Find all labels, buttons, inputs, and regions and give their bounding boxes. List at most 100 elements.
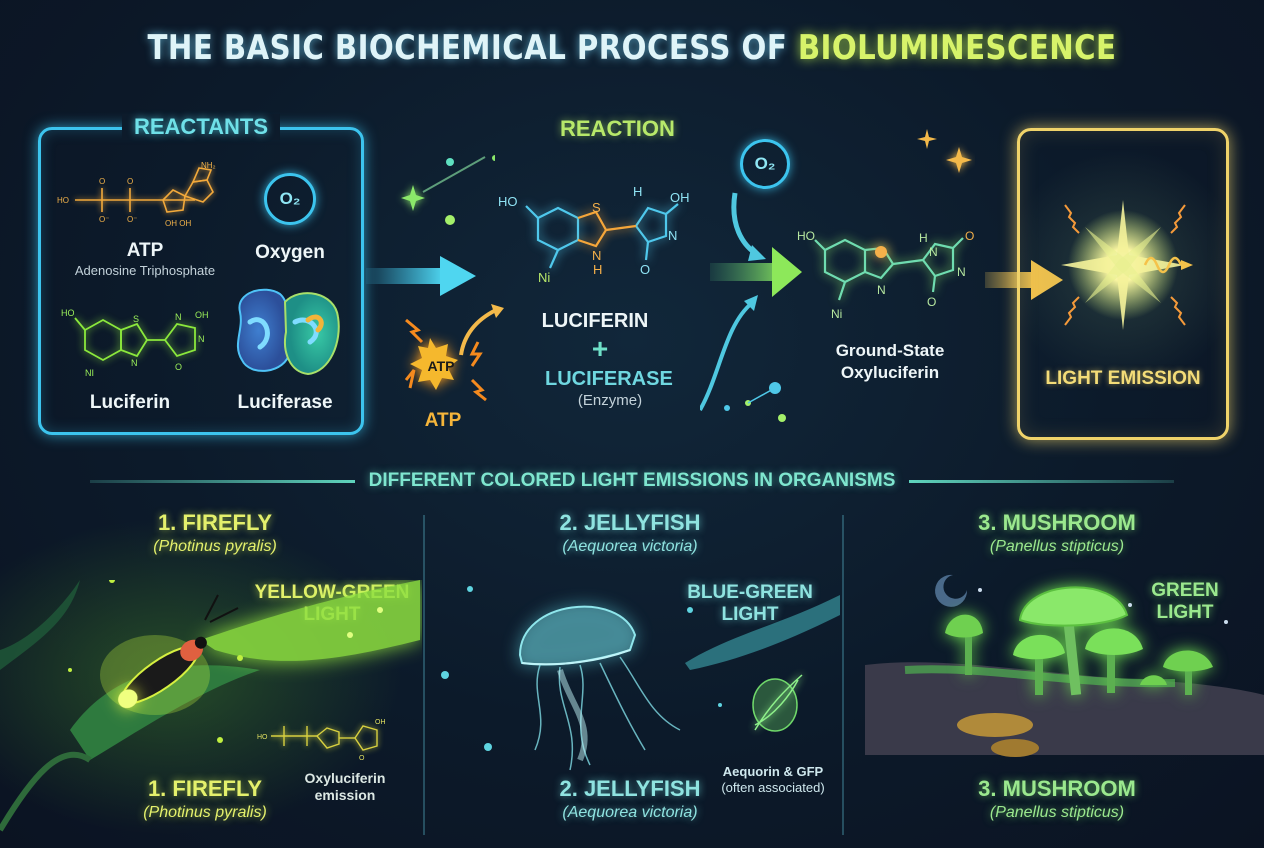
svg-text:HO: HO	[61, 308, 75, 318]
star-sparkle-icon	[917, 129, 972, 173]
oxygen-label: Oxygen	[255, 242, 325, 263]
svg-text:N: N	[957, 265, 966, 279]
svg-text:S: S	[133, 314, 139, 324]
atp-burst-icon	[404, 304, 504, 402]
jellyfish-scientific-bottom: (Aequorea victoria)	[562, 804, 698, 821]
atp-label-reaction: ATP	[424, 410, 462, 431]
light-burst-icon	[1061, 200, 1193, 330]
oxygen-symbol: O₂	[279, 189, 301, 208]
atp-burst-text: ATP	[427, 358, 455, 374]
jellyfish-name: 2. JELLYFISH	[559, 510, 701, 535]
svg-text:NI: NI	[85, 368, 94, 378]
jellyfish-light-line1: BLUE-GREEN	[687, 582, 813, 603]
svg-text:S: S	[592, 200, 601, 215]
svg-text:O: O	[965, 229, 974, 243]
firefly-illustration	[0, 580, 420, 832]
firefly-name: 1. FIREFLY	[157, 510, 273, 535]
organisms-heading-text: DIFFERENT COLORED LIGHT EMISSIONS IN ORG…	[368, 470, 896, 491]
oxygen-input-symbol: O₂	[754, 154, 776, 173]
svg-text:HO: HO	[797, 229, 815, 243]
reaction-enzyme: LUCIFERASE	[545, 368, 673, 390]
svg-text:OH: OH	[375, 719, 386, 726]
svg-text:HO: HO	[257, 734, 268, 741]
svg-text:O⁻: O⁻	[127, 215, 137, 224]
panel-divider	[423, 515, 425, 835]
firefly-note-line2: emission	[314, 787, 376, 803]
svg-text:O⁻: O⁻	[99, 215, 109, 224]
oxygen-circle-icon: O₂	[264, 173, 316, 225]
firefly-note: Oxyluciferin emission	[290, 770, 400, 804]
reactants-heading: REACTANTS	[121, 114, 281, 140]
mushroom-name-bottom: 3. MUSHROOM	[978, 776, 1136, 801]
svg-text:N: N	[877, 283, 886, 297]
jellyfish-note-line1: Aequorin & GFP	[722, 764, 824, 779]
oxygen-input-icon: O₂	[740, 139, 790, 189]
luciferase-label: Luciferase	[237, 392, 333, 413]
product-label: Ground-State Oxyluciferin	[800, 340, 980, 384]
svg-text:N: N	[592, 248, 601, 263]
svg-text:OH OH: OH OH	[165, 219, 191, 228]
mushroom-scientific: (Panellus stipticus)	[989, 538, 1125, 555]
atp-sublabel: Adenosine Triphosphate	[74, 263, 216, 278]
reaction-heading: REACTION	[560, 116, 675, 141]
svg-text:HO: HO	[498, 194, 518, 209]
firefly-scientific: (Photinus pyralis)	[153, 538, 277, 555]
jellyfish-light-line2: LIGHT	[721, 604, 779, 625]
light-emission-label: LIGHT EMISSION	[1045, 368, 1201, 389]
svg-text:HO: HO	[57, 196, 69, 205]
jellyfish-name-bottom: 2. JELLYFISH	[559, 776, 701, 801]
organisms-section-heading: DIFFERENT COLORED LIGHT EMISSIONS IN ORG…	[0, 470, 1264, 492]
svg-text:O: O	[127, 177, 133, 186]
svg-text:OH: OH	[670, 190, 690, 205]
title-highlight: BIOLUMINESCENCE	[797, 28, 1117, 68]
atp-label: ATP	[126, 240, 164, 261]
svg-text:O: O	[99, 177, 105, 186]
arrow-right-icon	[366, 256, 476, 296]
svg-text:Ni: Ni	[538, 270, 550, 285]
firefly-scientific-bottom: (Photinus pyralis)	[143, 804, 267, 821]
mushroom-scientific-bottom: (Panellus stipticus)	[989, 804, 1125, 821]
svg-text:H: H	[633, 184, 642, 199]
atp-molecule-icon: HO O O O⁻ O⁻ OH OH NH₂	[57, 161, 216, 228]
svg-text:Ni: Ni	[831, 307, 842, 321]
svg-text:H: H	[919, 231, 928, 245]
mushroom-illustration	[865, 574, 1264, 757]
reaction-substrate: LUCIFERIN	[541, 310, 649, 332]
luciferin-label: Luciferin	[89, 392, 171, 413]
svg-text:O: O	[640, 262, 650, 277]
page-title: THE BASIC BIOCHEMICAL PROCESS OF BIOLUMI…	[88, 28, 1175, 68]
svg-text:O: O	[359, 755, 365, 762]
enzyme-note: (Enzyme)	[577, 392, 643, 409]
svg-text:H: H	[593, 262, 602, 277]
panel-divider	[842, 515, 844, 835]
mushroom-light-label: GREEN LIGHT	[1140, 580, 1230, 624]
mushroom-light-line2: LIGHT	[1156, 602, 1214, 623]
svg-text:N: N	[668, 228, 677, 243]
mushroom-light-line1: GREEN	[1151, 580, 1219, 601]
title-main: THE BASIC BIOCHEMICAL PROCESS OF	[147, 28, 798, 68]
oxyluciferin-emission-molecule-icon: HO OH O	[257, 719, 386, 762]
divider-line-right	[909, 479, 1175, 483]
protein-structure-icon	[237, 288, 340, 376]
luciferin-reaction-molecule-icon: HO S N H H OH N O Ni	[498, 184, 690, 285]
jellyfish-illustration	[441, 586, 840, 771]
svg-text:O: O	[175, 362, 182, 372]
arrow-right-oxidation-icon	[700, 192, 802, 422]
jellyfish-scientific: (Aequorea victoria)	[562, 538, 698, 555]
svg-text:OH: OH	[195, 310, 209, 320]
svg-text:NH₂: NH₂	[201, 161, 216, 170]
product-label-line1: Ground-State	[835, 341, 945, 360]
firefly-name-bottom: 1. FIREFLY	[147, 776, 263, 801]
reactants-box: REACTANTS	[38, 114, 364, 435]
svg-text:O: O	[927, 295, 936, 309]
divider-line-left	[89, 479, 355, 483]
svg-text:N: N	[131, 358, 138, 368]
jellyfish-light-label: BLUE-GREEN LIGHT	[680, 582, 820, 626]
jellyfish-note-line2: (often associated)	[721, 780, 825, 795]
product-label-line2: Oxyluciferin	[840, 363, 940, 382]
svg-text:N: N	[929, 245, 938, 259]
jellyfish-note: Aequorin & GFP (often associated)	[708, 764, 838, 796]
sparkle-decoration	[401, 155, 495, 225]
